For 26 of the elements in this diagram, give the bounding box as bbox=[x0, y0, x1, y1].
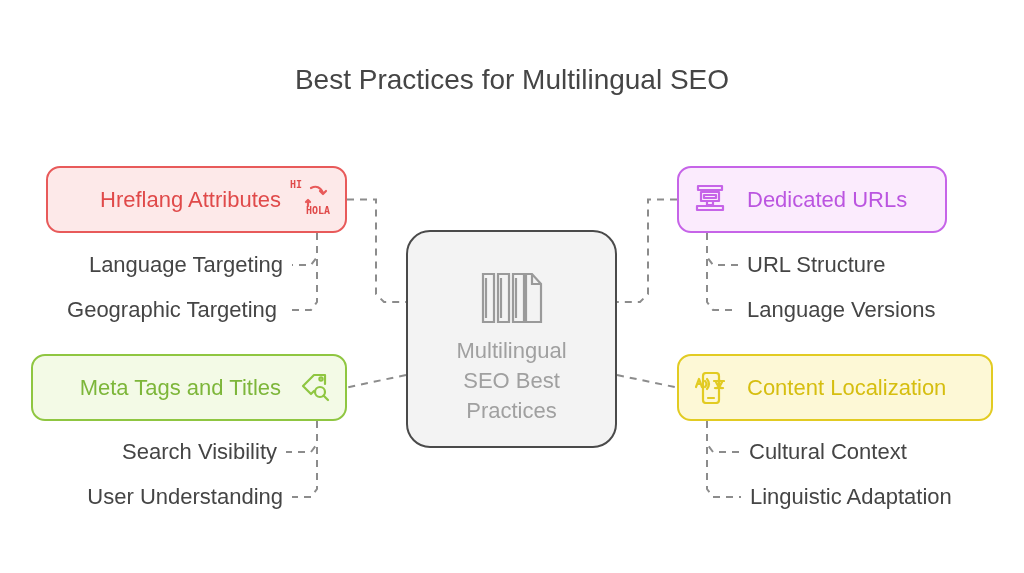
category-label: Meta Tags and Titles bbox=[79, 374, 281, 401]
central-topic-box bbox=[406, 230, 617, 448]
connector-line bbox=[616, 198, 678, 303]
category-label: Dedicated URLs bbox=[747, 186, 908, 213]
connector-line bbox=[616, 374, 678, 389]
subtopic-text: User Understanding bbox=[78, 483, 292, 511]
category-label: Hreflang Attributes bbox=[100, 186, 281, 213]
category-box bbox=[677, 354, 993, 421]
subtopic-text: Linguistic Adaptation bbox=[741, 483, 961, 511]
connector-line bbox=[291, 420, 318, 498]
diagram-title: Best Practices for Multilingual SEO bbox=[293, 64, 731, 96]
subtopic-text: URL Structure bbox=[738, 251, 895, 279]
category-box bbox=[46, 166, 347, 233]
subtopic-text: Language Targeting bbox=[79, 251, 292, 279]
subtopic-text: Cultural Context bbox=[740, 438, 916, 466]
connector-line bbox=[346, 374, 407, 389]
central-topic-text: Multilingual SEO Best Practices bbox=[455, 337, 568, 425]
subtopic-text: Geographic Targeting bbox=[58, 296, 286, 324]
connector-line bbox=[706, 420, 742, 498]
icon-text: HI bbox=[290, 180, 303, 190]
subtopic-text: Language Versions bbox=[738, 296, 945, 324]
category-box bbox=[31, 354, 347, 421]
icon-text: HOLA bbox=[306, 206, 331, 216]
subtopic-text: Search Visibility bbox=[113, 438, 286, 466]
category-label: Content Localization bbox=[747, 374, 947, 401]
category-box bbox=[677, 166, 947, 233]
